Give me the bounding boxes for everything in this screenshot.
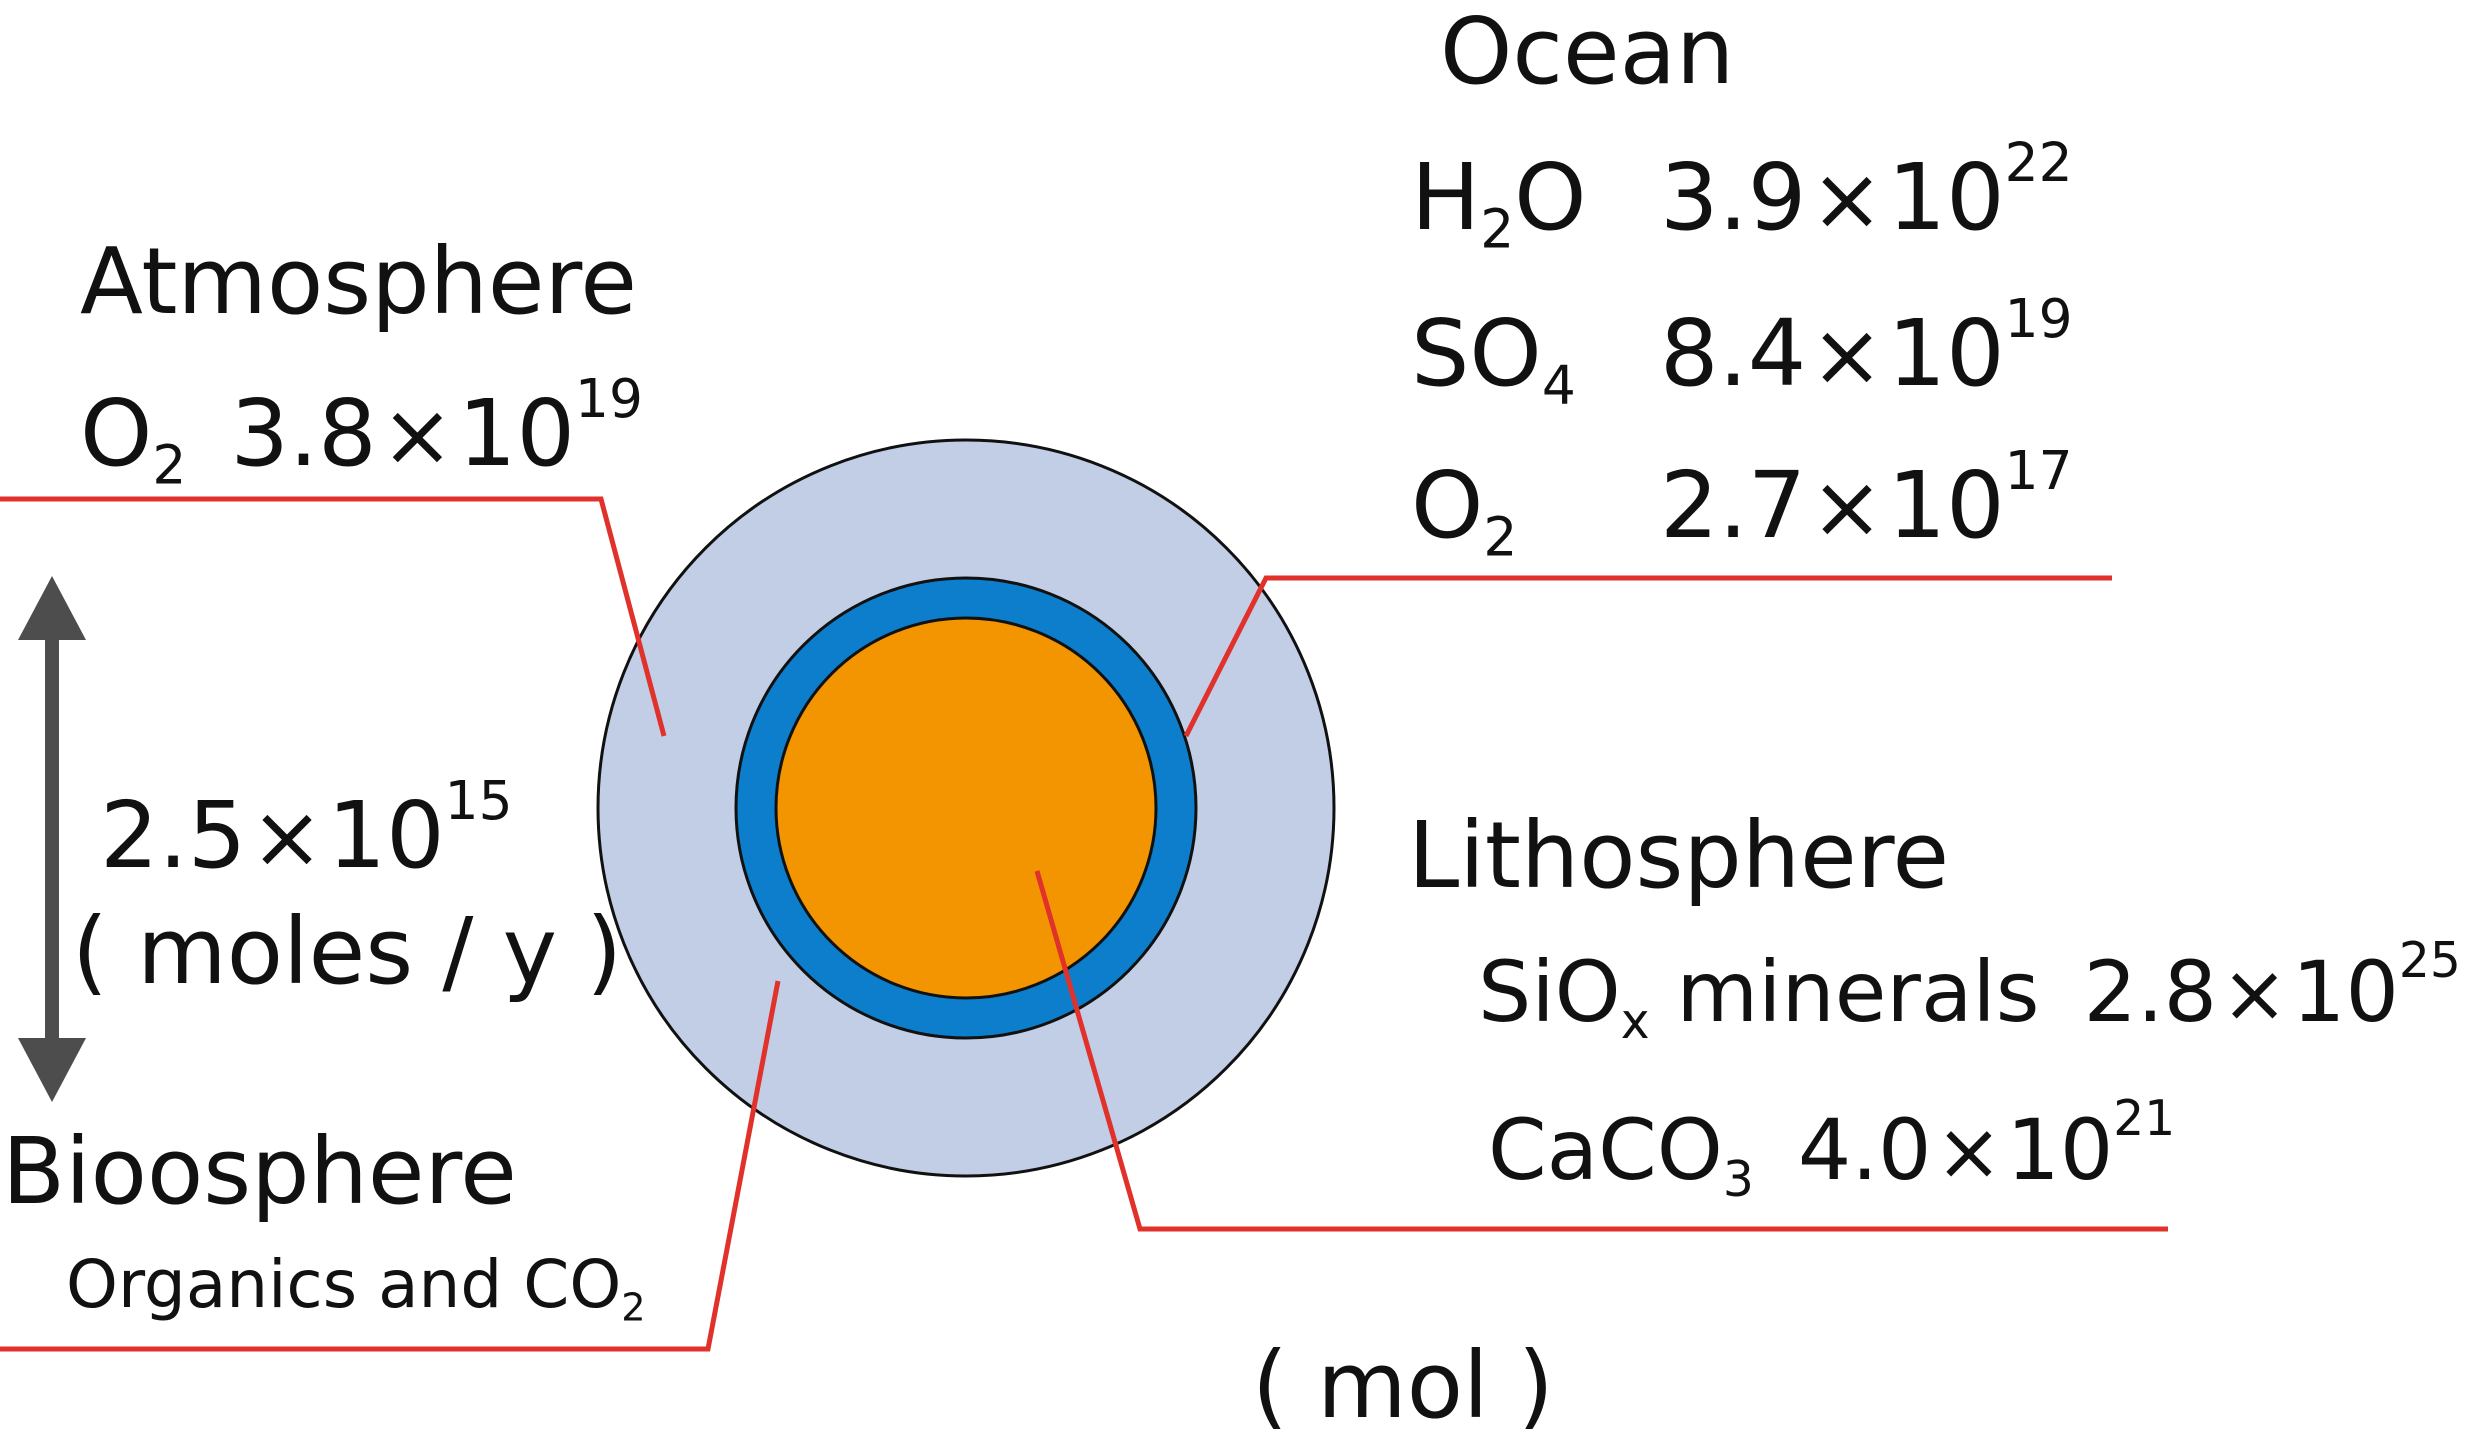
ocean-formula-h2o: H2O	[1411, 144, 1587, 261]
ocean-value-o2: 2.7×1017	[1660, 438, 2073, 559]
biosphere-subtitle: Organics and CO2	[66, 1246, 646, 1331]
biosphere-leader-line	[0, 980, 781, 1352]
ocean-title: Ocean	[1440, 0, 1735, 105]
atmosphere-leader-line	[0, 496, 667, 737]
flux-unit: ( moles / y )	[72, 898, 623, 1005]
ocean-formula-o2: O2	[1411, 452, 1518, 569]
atmosphere-title: Atmosphere	[80, 228, 637, 335]
ocean-value-so4: 8.4×1019	[1660, 286, 2073, 407]
ocean-value-h2o: 3.9×1022	[1660, 130, 2073, 251]
unit-note: ( mol )	[1252, 1332, 1554, 1439]
lithosphere-leader-line	[1034, 870, 2168, 1232]
ocean-leader-line	[1183, 575, 2112, 738]
lithosphere-core	[774, 616, 1158, 1000]
lithosphere-title: Lithosphere	[1408, 802, 1950, 909]
double-arrow-icon	[18, 576, 86, 1102]
ocean-formula-so4: SO4	[1411, 300, 1576, 417]
biosphere-title: Bioosphere	[2, 1118, 517, 1225]
flux-value: 2.5×1015	[100, 768, 513, 889]
